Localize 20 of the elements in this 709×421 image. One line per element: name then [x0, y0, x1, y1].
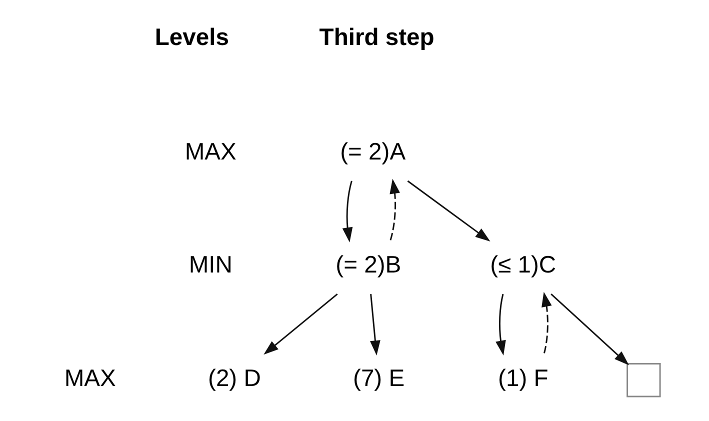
node-text: (1) F [498, 364, 548, 392]
label: Levels [154, 24, 228, 52]
node-text: (= 2)A [340, 138, 406, 166]
node-text: (7) E [352, 364, 404, 392]
arrow [541, 292, 552, 354]
node-text: (2) D [208, 364, 260, 392]
arrow [406, 180, 490, 242]
node-text: (= 2)B [335, 252, 401, 279]
node-box [626, 363, 660, 398]
arrow [342, 180, 352, 242]
node-text: (≤ 1)C [490, 252, 556, 279]
label: MIN [188, 252, 232, 279]
label: MAX [184, 138, 236, 166]
arrow [263, 294, 338, 355]
arrow [370, 294, 380, 356]
label: Third step [318, 24, 434, 52]
arrow [550, 294, 629, 366]
arrow [495, 294, 506, 356]
label: MAX [64, 364, 116, 392]
arrow [389, 178, 400, 240]
